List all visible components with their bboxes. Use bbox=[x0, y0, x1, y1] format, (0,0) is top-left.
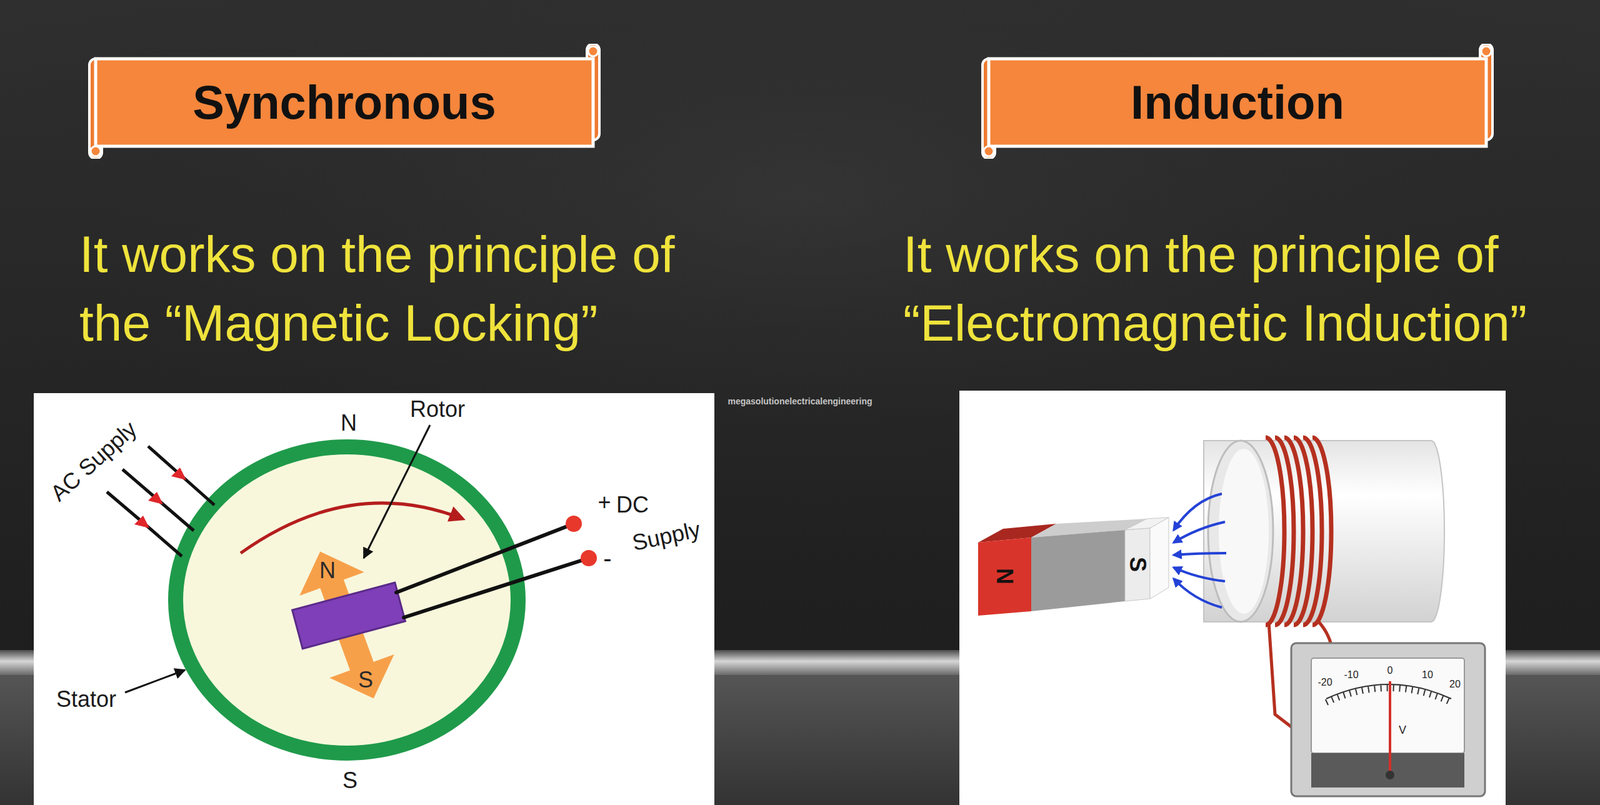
banner-title: Induction bbox=[1130, 76, 1345, 129]
meter-case bbox=[1291, 643, 1485, 797]
winding bbox=[1293, 437, 1313, 625]
field-line bbox=[1173, 553, 1227, 555]
field-line bbox=[1173, 578, 1222, 608]
winding bbox=[1275, 437, 1294, 625]
banner-curl bbox=[90, 146, 101, 157]
dc-wire bbox=[396, 523, 574, 593]
terminal-dot bbox=[565, 515, 582, 532]
bar-magnet bbox=[978, 517, 1169, 616]
banner-body bbox=[988, 58, 1487, 147]
magnet-pole-label: S bbox=[1126, 556, 1149, 572]
field-line bbox=[1173, 567, 1225, 582]
meter-face bbox=[1311, 658, 1465, 754]
ac-wire bbox=[106, 491, 182, 557]
arrowhead bbox=[171, 467, 187, 480]
rotor-core bbox=[292, 582, 406, 649]
magnet-face bbox=[1150, 517, 1169, 599]
principle-text: It works on the principle of “Electromag… bbox=[903, 220, 1591, 358]
dc-supply-wires bbox=[396, 523, 589, 618]
dc-wire bbox=[403, 558, 589, 618]
polarity-sign: - bbox=[603, 545, 612, 571]
unit-label: V bbox=[1398, 724, 1407, 736]
field-lines bbox=[1173, 493, 1227, 608]
figure-panel bbox=[959, 390, 1506, 805]
arrowhead bbox=[134, 515, 150, 529]
magnet-face bbox=[1031, 530, 1125, 612]
magnet-north-face bbox=[978, 537, 1032, 616]
winding bbox=[1265, 437, 1285, 625]
coil-lead bbox=[1268, 621, 1294, 729]
watermark: megasolutionelectricalengineering bbox=[727, 396, 872, 406]
winding bbox=[1312, 437, 1332, 625]
banner-curl bbox=[1481, 46, 1492, 57]
meter-base bbox=[1311, 753, 1465, 788]
scale-number: -20 bbox=[1317, 677, 1332, 688]
banner-text-holder: Induction bbox=[1130, 76, 1345, 129]
pole-label: N bbox=[340, 411, 357, 435]
rotor-double-arrow bbox=[288, 540, 407, 711]
meter-needle bbox=[1388, 681, 1392, 779]
galvanometer bbox=[1291, 643, 1485, 797]
title-banner: Induction bbox=[980, 43, 1495, 159]
magnet-south-face bbox=[1125, 528, 1150, 602]
arrowhead bbox=[148, 491, 164, 505]
ac-supply-wires bbox=[106, 446, 215, 557]
magnet-pole-label: N bbox=[993, 568, 1016, 585]
coil-lead bbox=[1318, 621, 1332, 645]
part-label: Rotor bbox=[410, 398, 465, 421]
pole-label: S bbox=[342, 769, 358, 792]
winding bbox=[1303, 437, 1322, 625]
coil-windings bbox=[1265, 437, 1332, 625]
field-line bbox=[1173, 521, 1225, 543]
rotation-arrow bbox=[240, 503, 463, 554]
pole-label: N bbox=[319, 559, 336, 582]
stator-ring bbox=[175, 446, 519, 754]
part-label: Stator bbox=[56, 688, 117, 711]
scale-number: 10 bbox=[1421, 670, 1434, 680]
figure-panel bbox=[33, 393, 715, 805]
banner-curl bbox=[983, 146, 994, 157]
scale-number: 20 bbox=[1449, 679, 1461, 690]
leader-line bbox=[363, 425, 430, 559]
banner-title: Synchronous bbox=[192, 76, 497, 129]
pole-label: S bbox=[358, 668, 374, 692]
scale-number: 0 bbox=[1387, 665, 1394, 676]
rotor-arrow bbox=[288, 540, 407, 711]
tube-opening bbox=[1218, 448, 1269, 614]
rotor-winding-block bbox=[292, 582, 406, 649]
banner-text-holder: Synchronous bbox=[192, 76, 497, 129]
ac-arrowheads bbox=[134, 467, 187, 529]
title-banner: Synchronous bbox=[86, 43, 602, 159]
banner-body bbox=[95, 58, 594, 147]
supply-label: DC bbox=[616, 493, 649, 517]
banner-curl bbox=[588, 46, 599, 57]
terminal-dot bbox=[580, 550, 597, 567]
scale-number: -10 bbox=[1343, 670, 1359, 680]
polarity-sign: + bbox=[597, 491, 611, 514]
tube-opening bbox=[1208, 440, 1274, 622]
leader-line bbox=[125, 670, 185, 693]
winding bbox=[1284, 437, 1304, 625]
principle-text: It works on the principle of the “Magnet… bbox=[79, 220, 736, 358]
needle-pivot bbox=[1385, 770, 1395, 780]
ac-wire bbox=[148, 446, 215, 505]
